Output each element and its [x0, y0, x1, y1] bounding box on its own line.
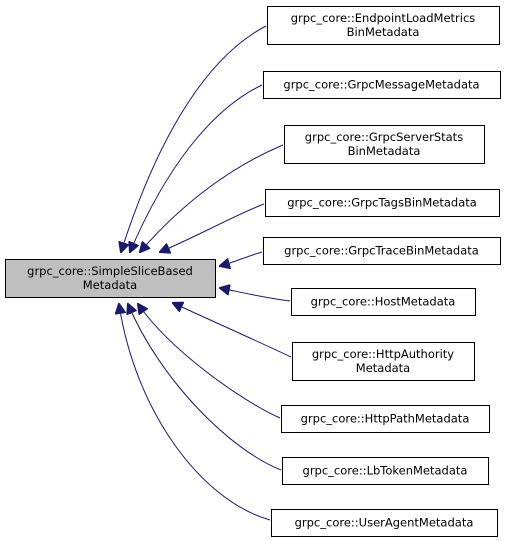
derived-class-node-http-authority-metadata[interactable] [292, 342, 475, 381]
node-label-line: Metadata [356, 361, 410, 375]
inheritance-edge-host-metadata [220, 288, 291, 302]
derived-class-node-grpc-trace-bin-metadata[interactable] [263, 237, 501, 265]
derived-class-node-grpc-tags-bin-metadata[interactable] [265, 189, 500, 217]
inheritance-edge-grpc-server-stats-bin-metadata [140, 144, 284, 252]
node-label-line: grpc_core::GrpcServerStats [305, 130, 463, 144]
derived-class-node-lb-token-metadata[interactable] [282, 457, 489, 485]
node-label-line: BinMetadata [348, 144, 421, 158]
class-nodes: grpc_core::SimpleSliceBasedMetadatagrpc_… [5, 6, 501, 537]
node-label-line: grpc_core::GrpcMessageMetadata [283, 77, 479, 91]
inheritance-edge-user-agent-metadata [119, 304, 271, 521]
derived-class-node-http-path-metadata[interactable] [281, 405, 490, 433]
node-label-line: grpc_core::HostMetadata [311, 294, 456, 308]
inheritance-edge-grpc-trace-bin-metadata [220, 251, 263, 266]
derived-class-node-endpoint-load-metrics-bin-metadata[interactable] [267, 6, 500, 45]
inheritance-edge-endpoint-load-metrics-bin-metadata [121, 25, 267, 252]
inheritance-edge-http-path-metadata [138, 304, 281, 419]
node-label-line: grpc_core::SimpleSliceBased [27, 264, 193, 278]
base-class-node[interactable] [5, 259, 216, 298]
inheritance-edge-grpc-message-metadata [130, 84, 263, 252]
derived-class-node-host-metadata[interactable] [291, 288, 476, 316]
node-label-line: grpc_core::GrpcTraceBinMetadata [284, 243, 479, 257]
node-label-line: grpc_core::GrpcTagsBinMetadata [287, 195, 477, 209]
node-label-line: grpc_core::EndpointLoadMetrics [291, 11, 476, 25]
derived-class-node-user-agent-metadata[interactable] [271, 509, 498, 537]
node-label-line: grpc_core::HttpAuthority [312, 347, 454, 361]
inheritance-edge-http-authority-metadata [173, 303, 292, 358]
node-label-line: grpc_core::LbTokenMetadata [303, 463, 468, 477]
node-label-line: Metadata [83, 278, 137, 292]
derived-class-node-grpc-message-metadata[interactable] [263, 71, 501, 99]
node-label-line: grpc_core::UserAgentMetadata [295, 515, 474, 529]
inheritance-edge-grpc-tags-bin-metadata [160, 203, 265, 252]
node-label-line: grpc_core::HttpPathMetadata [301, 411, 470, 425]
inheritance-edges [119, 25, 292, 521]
node-label-line: BinMetadata [347, 25, 420, 39]
inheritance-edge-lb-token-metadata [128, 304, 282, 471]
derived-class-node-grpc-server-stats-bin-metadata[interactable] [284, 125, 485, 164]
